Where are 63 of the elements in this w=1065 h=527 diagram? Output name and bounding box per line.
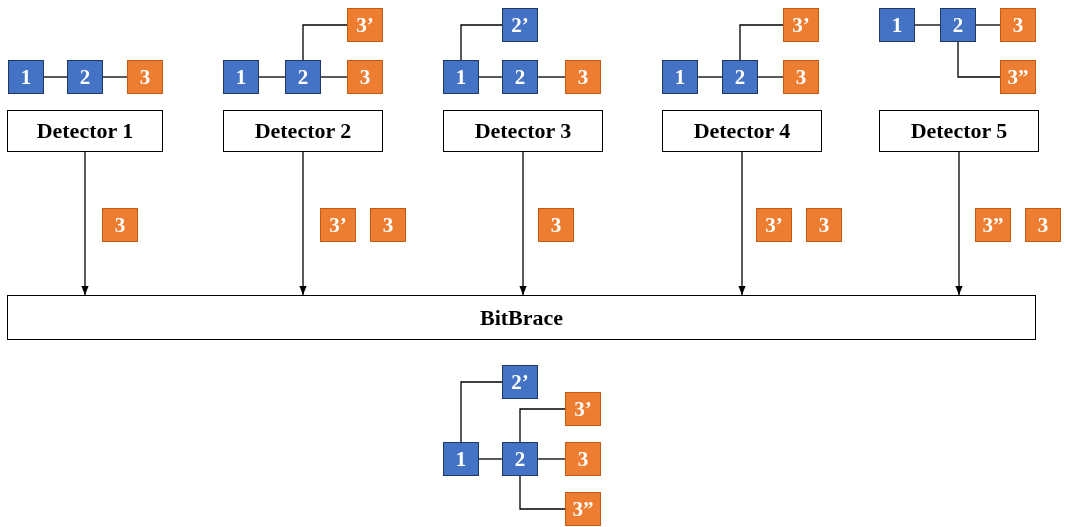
connector-line — [519, 408, 566, 443]
connector-line — [320, 76, 348, 78]
block-box: 2 — [502, 442, 538, 476]
block-box: 2 — [502, 60, 538, 94]
arrow — [519, 151, 527, 296]
block-box: 2’ — [502, 8, 538, 42]
block-box: 1 — [443, 442, 479, 476]
connector-line — [537, 458, 566, 460]
block-box: 2’ — [502, 365, 538, 399]
connector-line — [460, 381, 503, 443]
connector-line — [519, 475, 566, 510]
block-box: 3 — [806, 208, 842, 242]
block-box: 3” — [975, 208, 1011, 242]
block-box: 3’ — [565, 392, 601, 426]
connector-line — [975, 24, 1001, 26]
block-box: 1 — [8, 60, 44, 94]
block-box: 3’ — [347, 8, 383, 42]
block-box: 3 — [127, 60, 163, 94]
process-box: Detector 1 — [7, 110, 163, 152]
connector-line — [537, 76, 566, 78]
arrow — [738, 151, 746, 296]
connector-line — [478, 458, 503, 460]
process-box: Detector 4 — [662, 110, 822, 152]
block-box: 1 — [443, 60, 479, 94]
block-box: 3 — [1025, 208, 1061, 242]
block-box: 3’ — [783, 8, 819, 42]
connector-line — [757, 76, 784, 78]
block-box: 3’ — [320, 208, 356, 242]
block-box: 3 — [1000, 8, 1036, 42]
connector-line — [102, 76, 128, 78]
block-box: 1 — [879, 8, 915, 42]
block-box: 2 — [940, 8, 976, 42]
arrow — [955, 151, 963, 296]
block-box: 1 — [223, 60, 259, 94]
connector-line — [43, 76, 68, 78]
connector-line — [460, 24, 503, 61]
connector-line — [957, 41, 1001, 78]
block-box: 2 — [67, 60, 103, 94]
block-box: 3” — [565, 492, 601, 526]
arrow — [299, 151, 307, 296]
connector-line — [478, 76, 503, 78]
connector-line — [739, 24, 784, 61]
block-box: 3 — [347, 60, 383, 94]
block-box: 3 — [538, 208, 574, 242]
block-box: 3 — [565, 442, 601, 476]
block-box: 1 — [662, 60, 698, 94]
process-box: Detector 5 — [879, 110, 1039, 152]
connector-line — [302, 24, 348, 61]
block-box: 3 — [370, 208, 406, 242]
connector-line — [697, 76, 723, 78]
process-box: Detector 2 — [223, 110, 383, 152]
arrow — [81, 151, 89, 296]
block-box: 3” — [1000, 60, 1036, 94]
process-box: Detector 3 — [443, 110, 603, 152]
block-box: 3’ — [756, 208, 792, 242]
block-box: 3 — [102, 208, 138, 242]
process-box: BitBrace — [7, 295, 1036, 340]
block-box: 2 — [722, 60, 758, 94]
block-box: 3 — [783, 60, 819, 94]
block-box: 2 — [285, 60, 321, 94]
block-box: 3 — [565, 60, 601, 94]
connector-line — [914, 24, 941, 26]
connector-line — [258, 76, 286, 78]
